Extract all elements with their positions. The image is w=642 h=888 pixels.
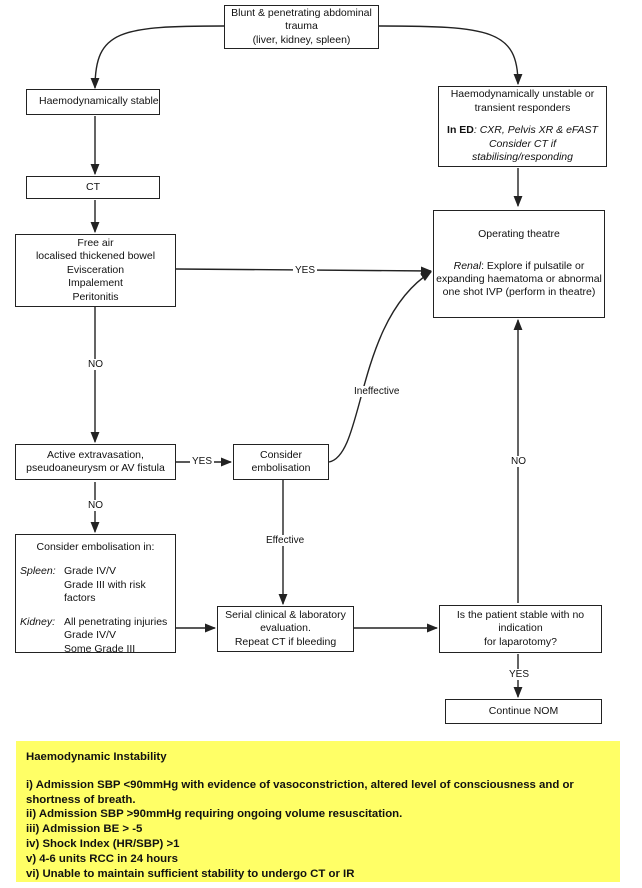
node-operating-theatre: Operating theatre Renal: Explore if puls… [433, 210, 605, 318]
ed-label: In ED [447, 124, 474, 137]
unstable-line-2: transient responders [474, 101, 571, 114]
node-active-extravasation: Active extravasation, pseudoaneurysm or … [15, 444, 176, 480]
edge-label-ineffective: Ineffective [352, 386, 402, 397]
edge-label-effective: Effective [264, 535, 307, 546]
consider-emb-line-1: Consider [259, 448, 303, 461]
spleen-item-2: Grade III with risk factors [64, 578, 146, 605]
theatre-title: Operating theatre [478, 228, 560, 241]
trauma-line-2: trauma [285, 20, 318, 33]
edge-trauma-stable [90, 25, 225, 90]
renal-text: : Explore if pulsatile or [481, 259, 585, 272]
free-air-line-1: Free air [77, 236, 114, 249]
notes-item-3: iii) Admission BE > -5 [26, 823, 143, 836]
notes-item-5: v) 4-6 units RCC in 24 hours [26, 852, 178, 865]
serial-line-2: evaluation. [260, 622, 311, 635]
node-ct: CT [26, 176, 160, 199]
node-continue-nom: Continue NOM [445, 699, 602, 724]
edge-consider-theatre [328, 271, 432, 463]
kidney-label: Kidney: [20, 615, 56, 628]
trauma-line-1: Blunt & penetrating abdominal [231, 6, 372, 19]
kidney-item-1: All penetrating injuries [64, 615, 168, 628]
notes-item-4: iv) Shock Index (HR/SBP) >1 [26, 838, 180, 851]
spleen-label: Spleen: [20, 565, 56, 578]
stable-q-line-2: for laparotomy? [484, 635, 557, 648]
kidney-item-3: Some Grade III [64, 642, 136, 655]
node-stable-question: Is the patient stable with no indication… [439, 605, 602, 653]
notes-item-1: i) Admission SBP <90mmHg with evidence o… [26, 778, 574, 806]
edge-label-no-stable: NO [509, 456, 528, 467]
hemo-stable-label: Haemodynamically stable [39, 95, 159, 108]
node-free-air: Free air localised thickened bowel Evisc… [15, 234, 176, 307]
edge-label-yes-active: YES [190, 456, 215, 467]
unstable-line-1: Haemodynamically unstable or [450, 88, 595, 101]
serial-line-3: Repeat CT if bleeding [234, 635, 337, 648]
consider-in-title: Consider embolisation in: [36, 541, 155, 553]
edge-trauma-unstable [378, 25, 523, 86]
node-hemo-unstable: Haemodynamically unstable or transient r… [438, 86, 607, 167]
edge-label-yes-free-air: YES [293, 265, 318, 276]
free-air-line-5: Peritonitis [72, 290, 119, 303]
notes-title: Haemodynamic Instability [26, 751, 167, 763]
serial-line-1: Serial clinical & laboratory [225, 608, 346, 621]
notes-item-6: vi) Unable to maintain sufficient stabil… [26, 867, 355, 880]
ct-label: CT [86, 180, 100, 193]
edge-label-no-free-air: NO [86, 359, 105, 370]
active-line-2: pseudoaneurysm or AV fistula [26, 462, 165, 474]
free-air-line-3: Evisceration [66, 263, 125, 276]
notes-item-2: ii) Admission SBP >90mmHg requiring ongo… [26, 808, 403, 821]
node-consider-embolisation: Consider embolisation [233, 444, 329, 480]
node-serial-evaluation: Serial clinical & laboratory evaluation.… [217, 606, 354, 652]
free-air-line-4: Impalement [68, 277, 123, 290]
renal-label: Renal [453, 259, 482, 272]
kidney-item-2: Grade IV/V [64, 629, 116, 642]
theatre-line-2: expanding haematoma or abnormal [436, 273, 602, 285]
trauma-line-3: (liver, kidney, spleen) [252, 33, 351, 46]
active-line-1: Active extravasation, [47, 448, 144, 461]
spleen-item-1: Grade IV/V [64, 565, 116, 578]
stable-q-line-1: Is the patient stable with no indication [456, 608, 585, 635]
ed-text: : CXR, Pelvis XR & eFAST [473, 124, 598, 137]
edge-label-no-active: NO [86, 500, 105, 511]
node-consider-embolisation-in: Consider embolisation in: Spleen: Grade … [15, 534, 176, 655]
node-hemo-stable: Haemodynamically stable [26, 89, 160, 115]
theatre-line-3: one shot IVP (perform in theatre) [442, 286, 596, 299]
haemodynamic-instability-notes: Haemodynamic Instability i) Admission SB… [16, 741, 620, 882]
free-air-line-2: localised thickened bowel [35, 250, 156, 263]
node-trauma: Blunt & penetrating abdominal trauma (li… [224, 5, 379, 49]
ct-consider-text: Consider CT if stabilising/responding [472, 137, 573, 164]
nom-label: Continue NOM [488, 704, 559, 717]
edge-label-yes-stable: YES [507, 669, 532, 680]
consider-emb-line-2: embolisation [251, 462, 311, 474]
